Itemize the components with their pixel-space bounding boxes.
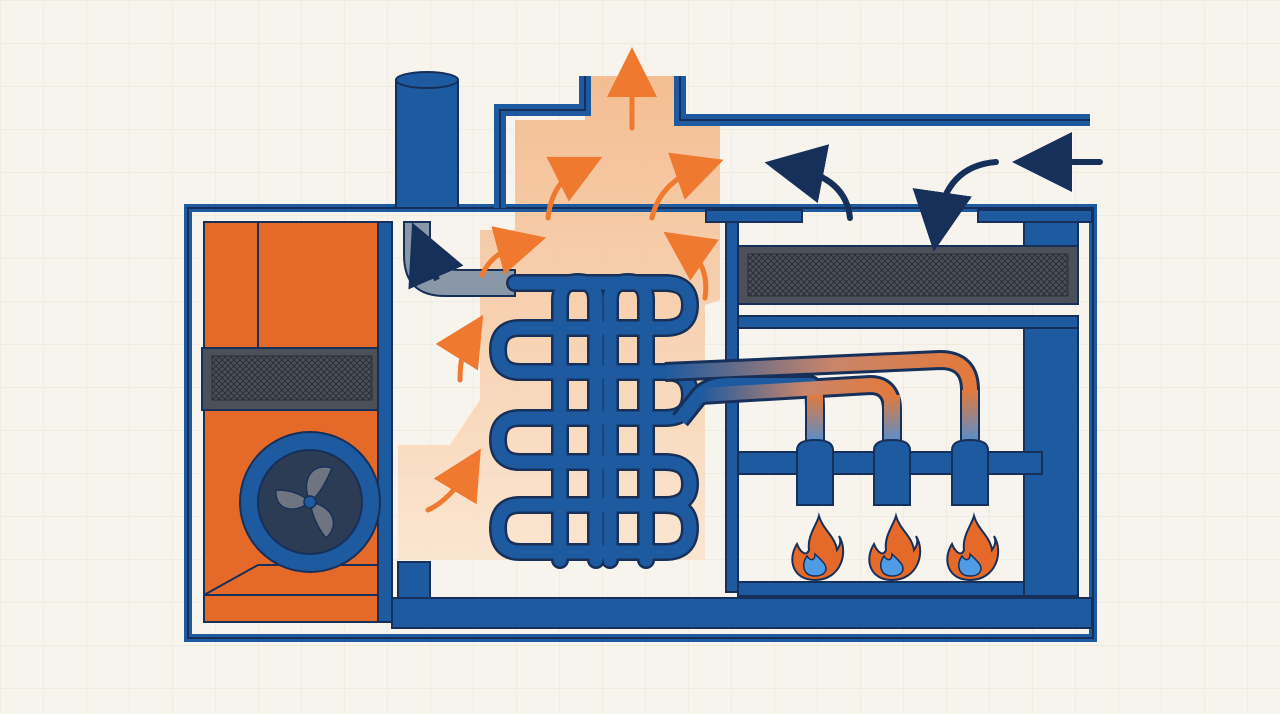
blower-fan [239,431,381,573]
air-filter [201,347,379,411]
flame-icon [946,512,999,582]
flame-icon [868,512,921,582]
flame-icon [791,512,844,582]
burner-2 [873,438,911,506]
fan-icon [275,466,335,540]
hot-air-arrows [425,47,724,513]
burners [796,438,989,506]
hot-air-arrow [425,448,481,513]
return-air-filter [737,245,1079,305]
burner-tubes [664,349,980,450]
return-air-arrows [764,132,1103,252]
hot-air-arrow [545,156,603,221]
burner-3 [951,438,989,506]
hot-air-arrow [663,231,719,301]
return-air-arrow [764,144,853,221]
hot-air-arrow [435,314,484,383]
hot-air-arrow [649,152,724,221]
burner-1 [796,438,834,506]
hot-air-arrow [479,226,547,278]
supply-plenum [494,76,1093,223]
flue-vent [395,71,516,297]
flames [791,512,999,582]
return-air-arrow [912,159,999,252]
